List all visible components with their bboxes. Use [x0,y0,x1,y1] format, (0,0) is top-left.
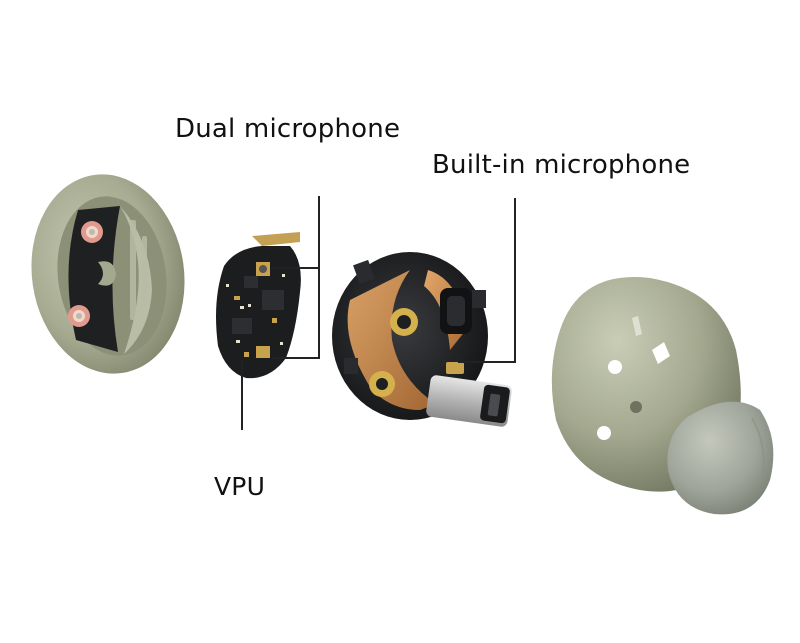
built-in-microphone-label: Built-in microphone [432,150,691,180]
dual-microphone-label: Dual microphone [175,114,401,144]
earbud-shell-icon [31,174,185,374]
dual-mic-leader-bottom [272,268,320,359]
vpu-label: VPU [214,472,266,501]
leader-lines [241,196,516,430]
pcb-icon [216,232,301,379]
driver-icon [332,252,512,427]
built-in-mic-leader [458,198,516,363]
earbud-icon [551,277,774,515]
